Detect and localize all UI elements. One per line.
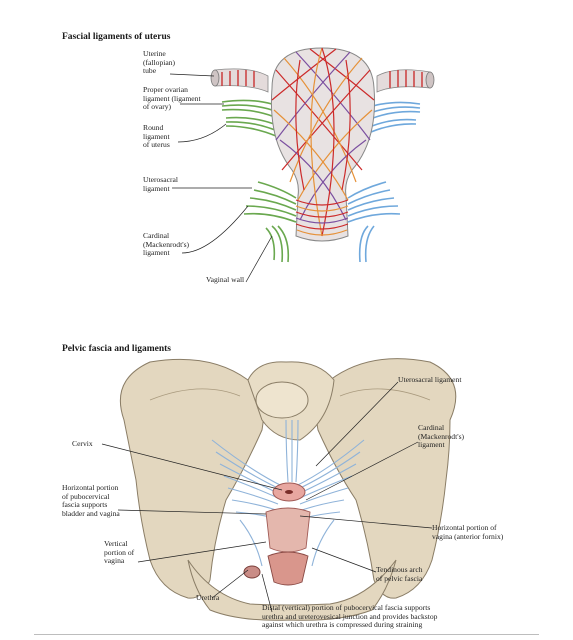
label-uterosacral-ligament-2: Uterosacral ligament [398,375,462,384]
label-uterosacral-ligament-1: Uterosacral ligament [143,175,178,193]
label-tendinous-arch: Tendinous arch of pelvic fascia [376,565,423,583]
right-blue-ligaments [370,101,421,133]
label-cardinal-ligament-2: Cardinal (Mackenrodt's) ligament [418,423,465,450]
cervix-os [285,490,293,494]
left-lower-ligaments [243,181,297,263]
panel1-leader-lines [169,73,273,283]
label-vertical-portion-vagina: Vertical portion of vagina [104,539,135,566]
right-lower-ligaments [347,181,401,263]
right-uterine-tube [376,69,435,93]
uterus-fibers [271,47,375,237]
uterus-body [270,47,375,242]
label-distal-pubocervical-fascia: Distal (vertical) portion of pubocervica… [262,603,438,630]
label-horizontal-pubocervical-fascia: Horizontal portion of pubocervical fasci… [62,483,120,518]
label-vaginal-wall: Vaginal wall [206,275,245,284]
label-cardinal-ligament-1: Cardinal (Mackenrodt's) ligament [143,231,190,258]
label-cervix: Cervix [72,439,93,448]
left-green-ligaments [221,99,277,137]
bottom-divider [34,634,539,635]
vagina-tube [265,507,311,553]
urethra-tube [267,551,309,586]
cervical-rings [295,199,349,236]
label-uterine-tube: Uterine (fallopian) tube [143,49,176,76]
panel2-title: Pelvic fascia and ligaments [62,344,171,354]
pelvic-fascia [211,419,365,567]
label-round-ligament: Round ligament of uterus [143,123,170,150]
urethra-opening [243,565,261,579]
label-urethra: Urethra [196,593,220,602]
pelvic-bones [119,358,457,621]
panel1-title: Fascial ligaments of uterus [62,32,171,42]
label-horizontal-portion-vagina: Horizontal portion of vagina (anterior f… [432,523,504,541]
label-proper-ovarian-ligament: Proper ovarian ligament (ligament of ova… [143,85,201,112]
panel2-leader-lines [101,381,433,613]
left-uterine-tube [210,68,269,93]
